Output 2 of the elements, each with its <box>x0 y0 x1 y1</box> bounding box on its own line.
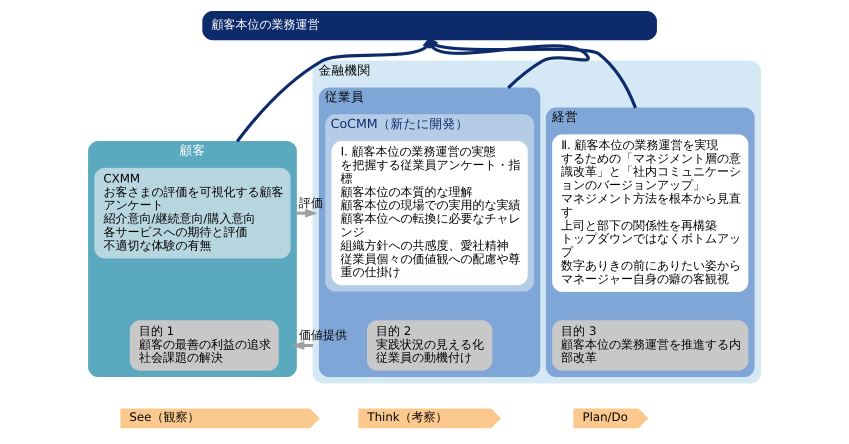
edge-label: 評価 <box>299 196 324 210</box>
edge-label: 価値提供 <box>298 328 347 342</box>
